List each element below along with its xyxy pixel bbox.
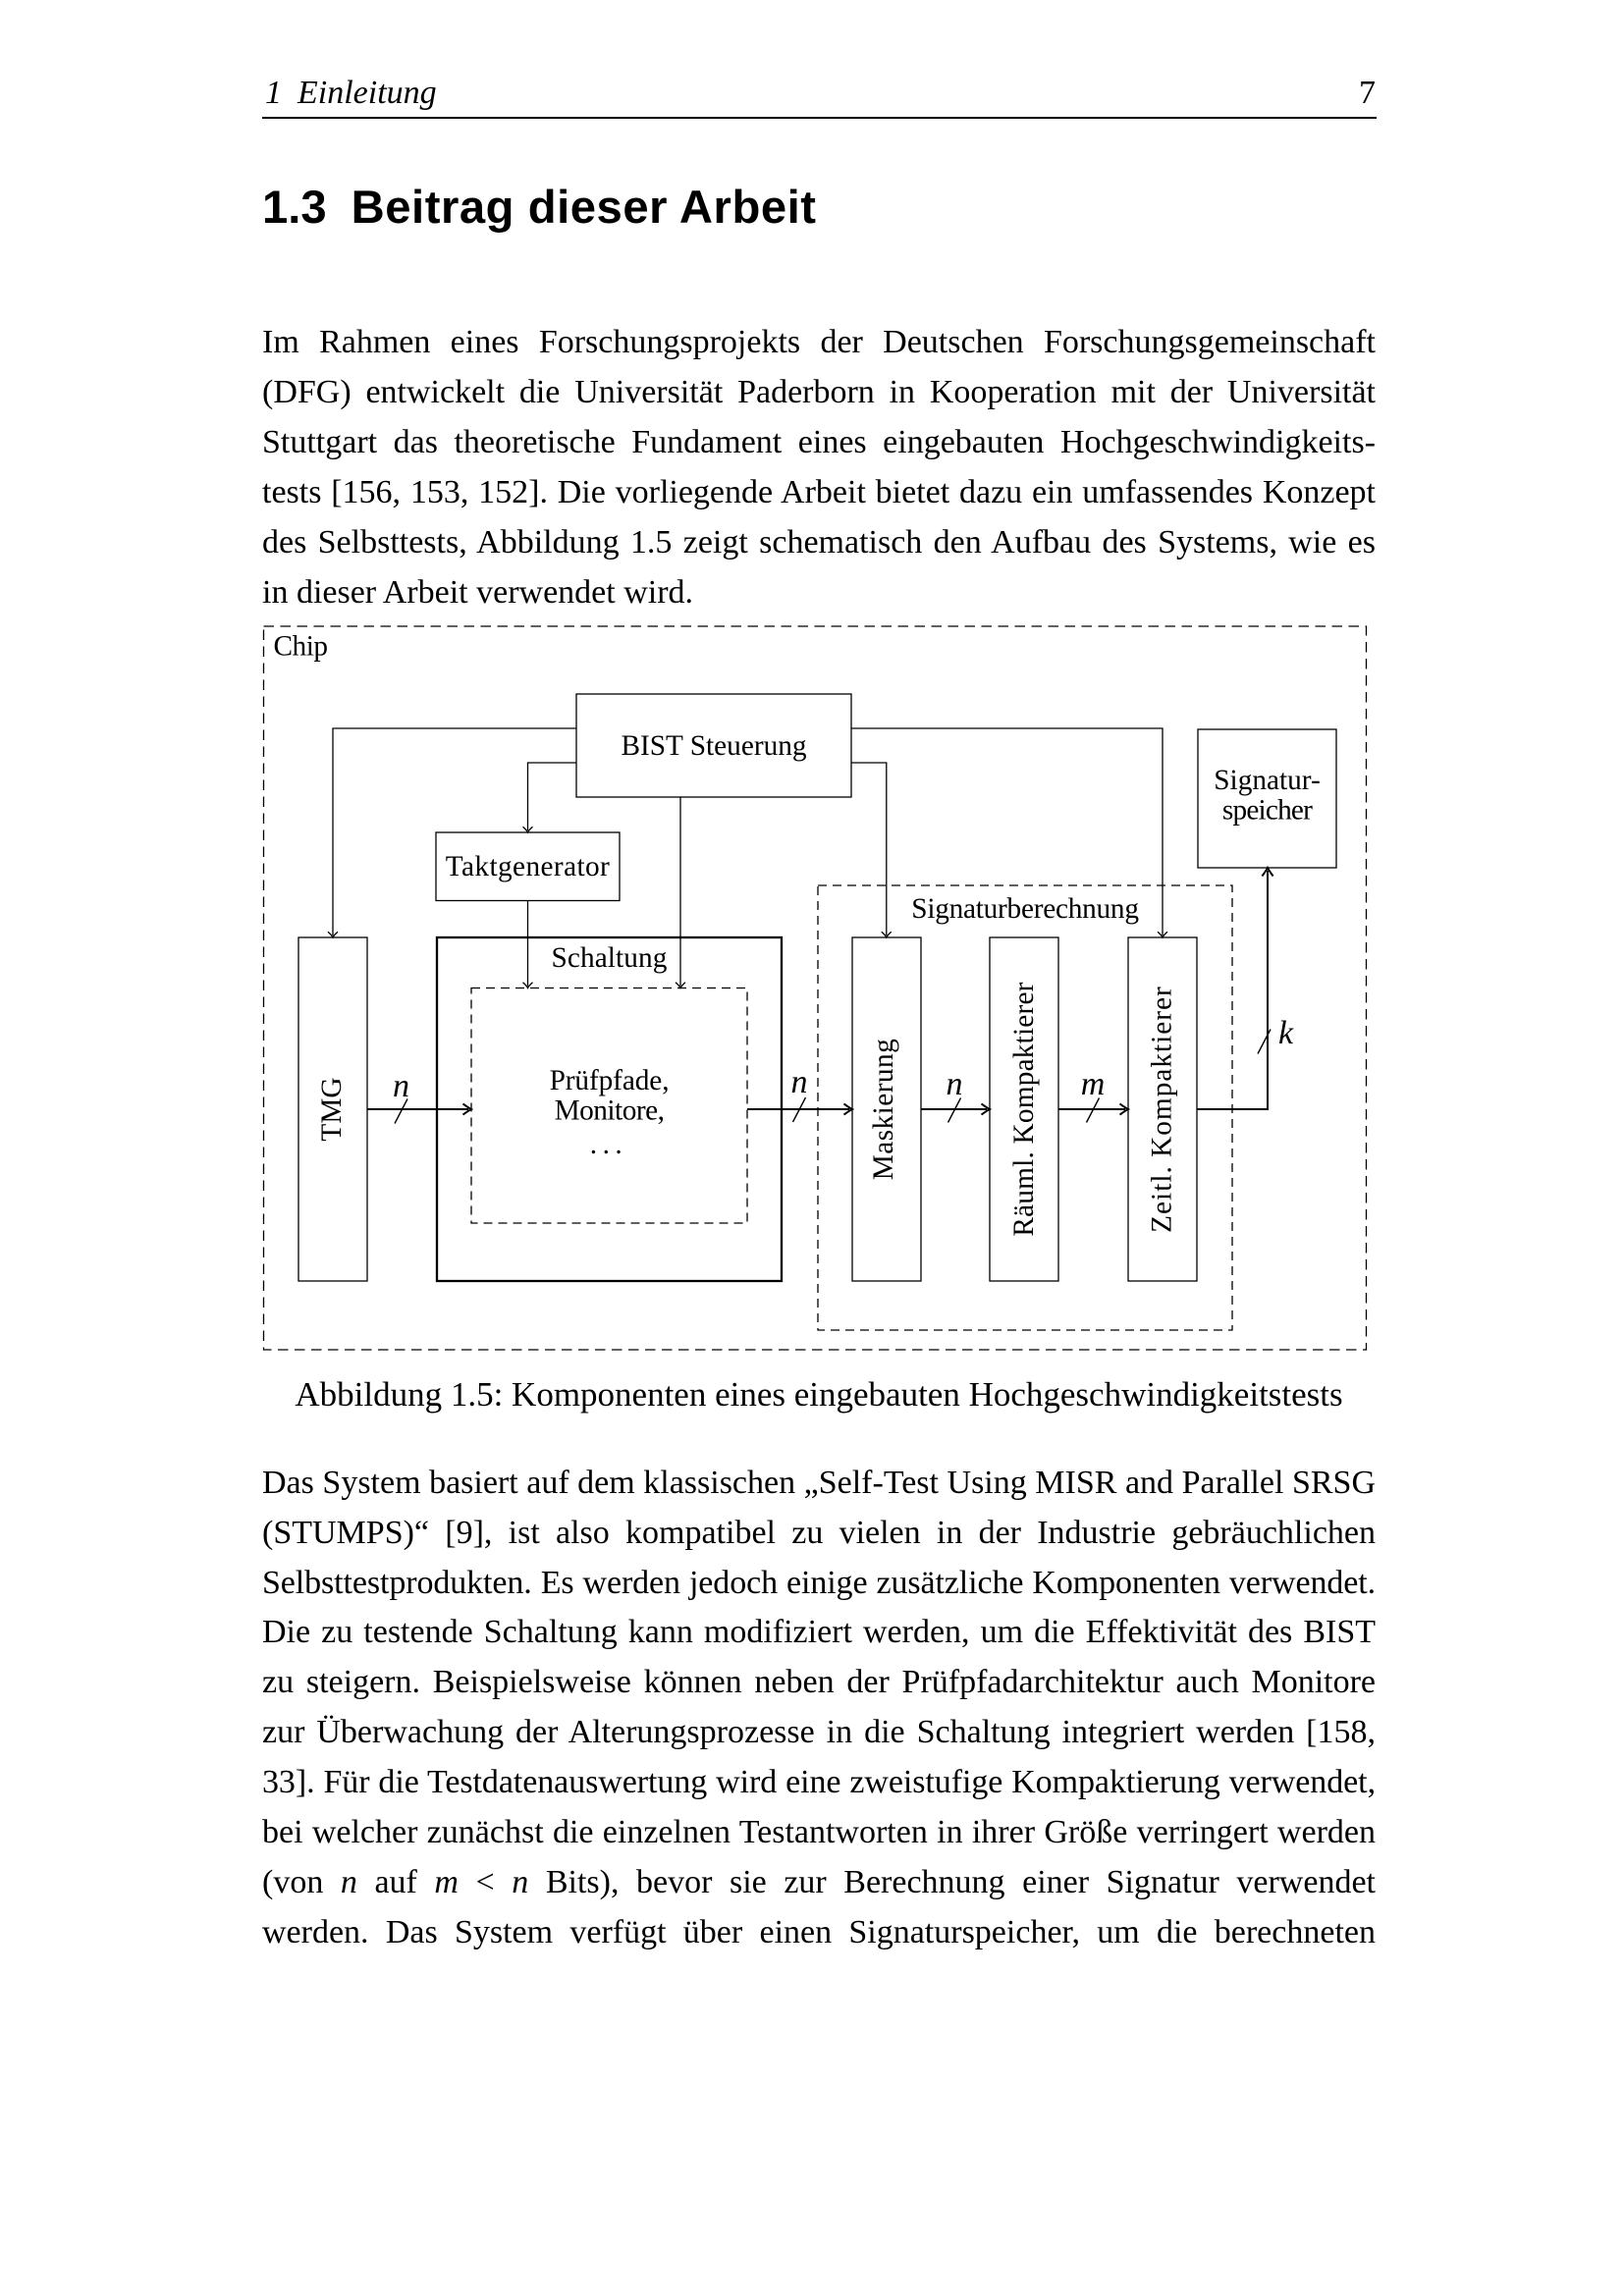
svg-text:...: ...	[590, 1129, 627, 1160]
svg-text:Räuml. Kompaktierer: Räuml. Kompaktierer	[1008, 982, 1040, 1236]
svg-text:Zeitl. Kompaktierer: Zeitl. Kompaktierer	[1147, 986, 1178, 1233]
svg-text:k: k	[1278, 1015, 1294, 1051]
svg-text:n: n	[791, 1064, 808, 1100]
svg-text:speicher: speicher	[1222, 794, 1313, 826]
svg-text:Signatur-: Signatur-	[1214, 765, 1320, 796]
svg-text:n: n	[393, 1068, 409, 1104]
svg-text:Chip: Chip	[274, 631, 328, 663]
svg-text:Monitore,: Monitore,	[555, 1095, 665, 1127]
svg-text:Signaturberechnung: Signaturberechnung	[911, 893, 1139, 925]
svg-text:BIST Steuerung: BIST Steuerung	[621, 730, 806, 762]
svg-text:Maskierung: Maskierung	[868, 1039, 899, 1180]
svg-text:Schaltung: Schaltung	[551, 942, 667, 974]
svg-text:n: n	[947, 1066, 963, 1102]
svg-text:Taktgenerator: Taktgenerator	[446, 851, 610, 882]
svg-text:TMG: TMG	[316, 1077, 348, 1141]
svg-text:m: m	[1081, 1066, 1106, 1102]
svg-text:Prüfpfade,: Prüfpfade,	[550, 1065, 670, 1096]
